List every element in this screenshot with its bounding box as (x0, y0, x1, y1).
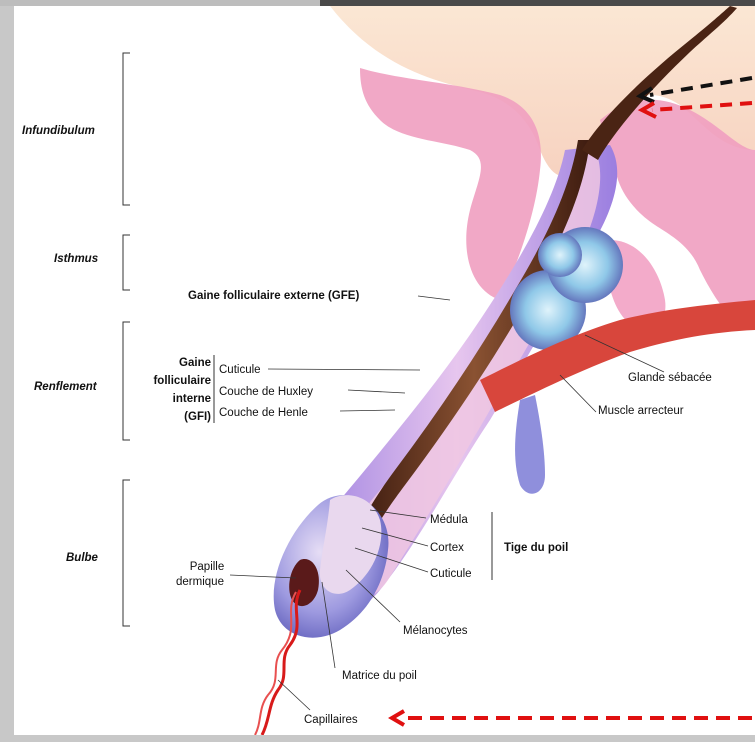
label-cortex: Cortex (430, 542, 464, 554)
leader-capillaires (278, 680, 310, 710)
dermis-fold-left (360, 68, 541, 300)
label-huxley: Couche de Huxley (219, 386, 313, 398)
hair-follicle-diagram: Infundibulum Isthmus Renflement Bulbe Ga… (14, 6, 755, 735)
leader-cuticule-gfi (268, 369, 420, 370)
bracket-isthmus (123, 235, 130, 290)
label-melanocytes: Mélanocytes (403, 625, 468, 637)
label-capillaires: Capillaires (304, 714, 358, 726)
label-glande: Glande sébacée (628, 372, 712, 384)
bracket-infundibulum (123, 53, 130, 205)
label-gfi-4: (GFI) (184, 411, 211, 423)
label-papille-2: dermique (176, 576, 224, 588)
label-cuticule-tige: Cuticule (430, 568, 472, 580)
leader-gfe (418, 296, 450, 300)
leader-huxley (348, 390, 405, 393)
label-gfi-1: Gaine (179, 357, 211, 369)
figure-panel: Infundibulum Isthmus Renflement Bulbe Ga… (14, 6, 755, 735)
label-infundibulum: Infundibulum (22, 125, 95, 137)
label-medula: Médula (430, 514, 468, 526)
pointer-red-arrow-bottom (392, 711, 752, 725)
label-muscle: Muscle arrecteur (598, 405, 684, 417)
sebaceous-gland-lobe-3 (538, 233, 582, 277)
label-gfi-3: interne (173, 393, 211, 405)
label-bulbe: Bulbe (66, 552, 99, 564)
bracket-renflement (123, 322, 130, 440)
label-papille-1: Papille (190, 561, 225, 573)
label-tige: Tige du poil (504, 542, 568, 554)
label-matrice: Matrice du poil (342, 670, 417, 682)
sheath-tail (515, 395, 545, 494)
label-isthmus: Isthmus (54, 253, 98, 265)
label-gfe: Gaine folliculaire externe (GFE) (188, 290, 359, 302)
label-cuticule-gfi: Cuticule (219, 364, 261, 376)
bracket-bulbe (123, 480, 130, 626)
label-renflement: Renflement (34, 381, 98, 393)
leader-muscle (560, 375, 596, 412)
label-gfi-2: folliculaire (153, 375, 211, 387)
leader-henle (340, 410, 395, 411)
label-henle: Couche de Henle (219, 407, 308, 419)
